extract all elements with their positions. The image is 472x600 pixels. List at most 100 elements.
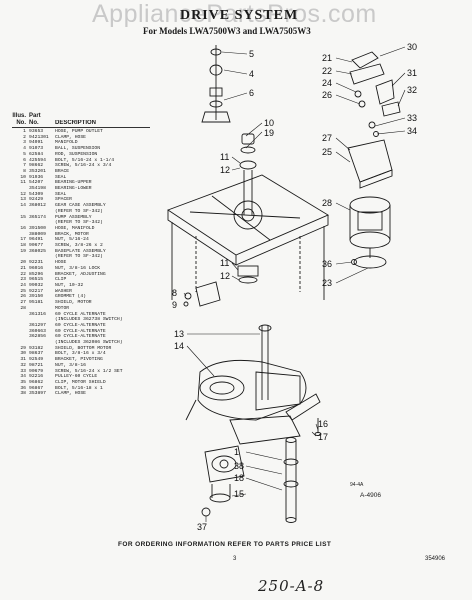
callout-4: 4 [249,69,254,79]
part-illus-no: 17 [20,237,26,243]
part-description: (REFER TO SF-342) [55,220,103,226]
handwritten-note: 250-A-8 [258,577,325,595]
part-number: 99032 [29,282,44,288]
parts-row: (INCLUDES 362086 SWITCH) [12,340,150,346]
callout-17: 17 [318,432,328,442]
part-description: BALL, SUSPENSION [55,146,101,152]
callout-28: 28 [322,198,332,208]
callout-37: 37 [197,522,207,532]
part-description: SHIELD, MOTOR [55,300,92,306]
part-illus-no: 31 [20,357,26,363]
part-number: 85296 [29,271,44,277]
part-number: 388009 [29,231,46,237]
header-illus: Illus. [12,113,26,119]
part-description: WASHER [55,288,72,294]
part-description: (REFER TO SF-342) [55,208,103,214]
part-number: 39150 [29,294,44,300]
part-illus-no: 22 [20,271,26,277]
part-description: BEARING-LOWER [55,186,92,192]
part-description: (INCLUDES 362086 SWITCH) [55,340,123,346]
part-number: 91073 [29,146,44,152]
part-number: 98662 [29,163,44,169]
part-illus-no: 28 [20,305,26,311]
part-description: 60 CYCLE ALTERNATE [55,311,106,317]
part-description: SEAL [55,174,67,180]
part-number: 96491 [29,237,44,243]
part-number: 96867 [29,385,44,391]
part-description: HOSE, PUMP OUTLET [55,129,103,134]
part-number: 360663 [29,328,46,334]
part-illus-no: 24 [20,282,26,288]
part-illus-no: 8 [23,168,26,174]
part-number: 368012 [29,203,46,209]
part-description: SCREW, 5/16-24 x 3/4 [55,163,112,169]
watermark-text: AppliancePartsPros.com [92,0,377,28]
part-illus-no: 30 [20,351,26,357]
callout-8: 8 [172,288,177,298]
part-number: 90679 [29,368,44,374]
callout-11-upper: 11 [220,152,229,162]
part-illus-no: 5 [23,151,26,157]
part-number: 92429 [29,197,44,203]
callout-labels: 5 4 6 10 19 11 12 11 12 8 9 13 14 30 21 … [172,42,417,532]
callout-21: 21 [322,53,332,63]
part-illus-no: 29 [20,345,26,351]
header-part-no: No. [29,120,39,126]
part-illus-no: 12 [20,191,26,197]
part-number: 354198 [29,186,46,192]
part-number: 9421301 [29,134,49,140]
page-subtitle: For Models LWA7500W3 and LWA7505W3 [143,26,311,36]
callout-12-upper: 12 [220,165,230,175]
baseplate-assembly [167,174,329,300]
leader-lines [183,46,406,522]
part-number: 353201 [29,168,46,174]
part-illus-no: 4 [23,146,26,152]
part-illus-no: 33 [20,368,26,374]
part-description: CLIP [55,277,67,283]
part-illus-no: 27 [20,300,26,306]
part-number: 98637 [29,351,44,357]
callout-34: 34 [407,126,417,136]
parts-row: (REFER TO SF-342) [12,254,150,260]
part-number: 94091 [29,140,44,146]
part-illus-no: 15 [20,214,26,220]
callout-19: 19 [264,128,274,138]
part-number: 54207 [29,180,44,186]
part-description: ROD, SUSPENSION [55,151,98,157]
suspension-rod-assembly [201,45,231,123]
document-number: 354906 [425,556,446,562]
part-number: 391500 [29,225,46,231]
part-description: 60 CYCLE-ALTERNATE [55,328,106,334]
part-illus-no: 1 [23,129,26,134]
callout-33: 33 [407,113,417,123]
part-illus-no: 6 [23,157,26,163]
part-description: BRACKET, PIVOTING [55,357,103,363]
part-description: NUT, 3/8-16 LOCK [55,265,101,271]
part-number: 353897 [29,391,46,397]
callout-12-lower: 12 [220,271,230,281]
part-illus-no: 10 [20,174,26,180]
part-illus-no: 21 [20,265,26,271]
part-number: 368025 [29,248,46,254]
part-description: NUT, 3/8-16 [55,362,86,368]
figure-reference: 94-4A [350,482,364,488]
callout-13: 13 [174,329,184,339]
motor-assembly [347,139,393,269]
part-number: 96862 [29,379,44,385]
